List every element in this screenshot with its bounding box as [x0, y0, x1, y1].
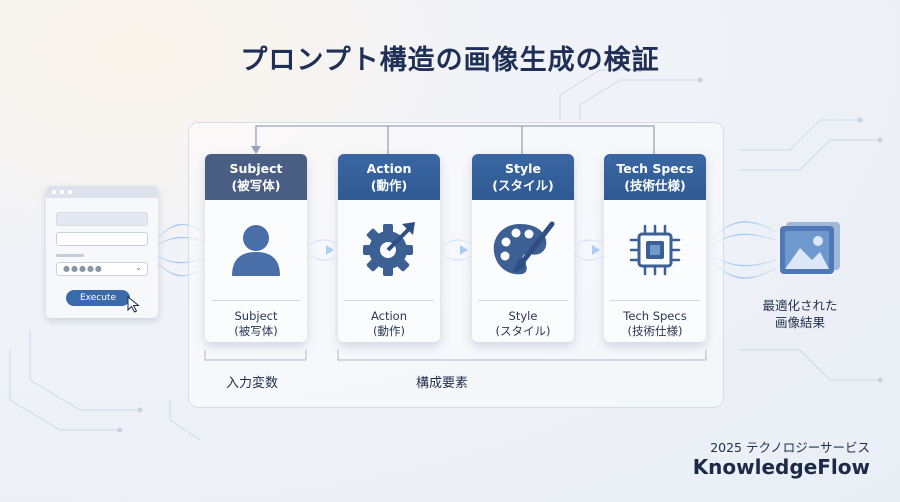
gear-arrow-icon	[363, 222, 415, 276]
chevron-down-icon: ⌄	[135, 263, 142, 272]
card-footer: Style (スタイル)	[495, 309, 551, 338]
card-header: Action (動作)	[338, 154, 440, 200]
brand-logo-text: KnowledgeFlow	[692, 455, 870, 479]
page-title: プロンプト構造の画像生成の検証	[240, 45, 660, 76]
tech-specs-card: Tech Specs (技術仕様) Tech Specs (技術仕様)	[604, 154, 706, 342]
subject-card: Subject (被写体) Subject (被写体)	[205, 154, 307, 342]
person-icon	[232, 225, 280, 276]
image-icon	[780, 222, 840, 274]
chip-icon	[629, 224, 681, 276]
result-label: 最適化された 画像結果	[762, 298, 838, 330]
card-footer: Action (動作)	[370, 309, 408, 338]
input-variables-label: 入力変数	[226, 376, 279, 391]
text-field[interactable]	[56, 212, 148, 226]
input-form-window: ●●●●● ⌄ Execute	[46, 186, 158, 318]
cursor-icon	[127, 296, 140, 313]
window-titlebar	[46, 186, 158, 198]
text-field[interactable]	[56, 232, 148, 246]
card-footer: Subject (被写体)	[234, 309, 278, 338]
card-header: Style (スタイル)	[472, 154, 574, 200]
brand-subtitle: 2025 テクノロジーサービス	[710, 440, 870, 455]
components-label: 構成要素	[416, 376, 469, 391]
card-header: Subject (被写体)	[205, 154, 307, 200]
card-header: Tech Specs (技術仕様)	[604, 154, 706, 200]
field-label	[56, 254, 84, 257]
masked-value: ●●●●●	[63, 264, 103, 273]
palette-icon	[493, 221, 555, 275]
style-card: Style (スタイル) Style (スタイル)	[472, 154, 574, 342]
card-footer: Tech Specs (技術仕様)	[623, 309, 687, 338]
execute-button[interactable]: Execute	[66, 290, 130, 306]
action-card: Action (動作) Action (動作)	[338, 154, 440, 342]
select-field[interactable]: ●●●●● ⌄	[56, 262, 148, 276]
